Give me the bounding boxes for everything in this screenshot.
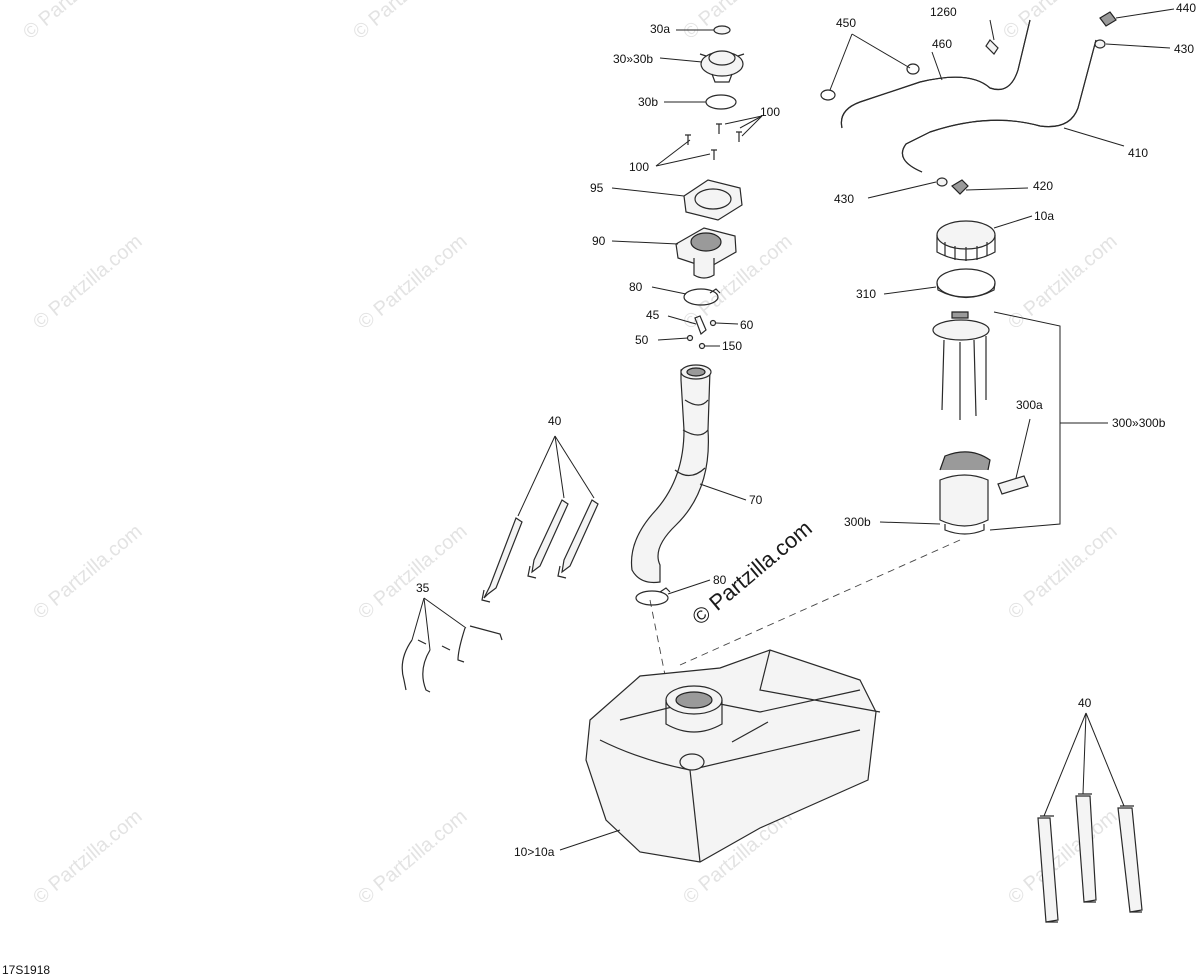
- leader-lines: [411, 8, 1175, 851]
- part-10-fuel-tank: [585, 649, 881, 863]
- callout-150[interactable]: 150: [722, 339, 742, 353]
- part-430-clamp-mid: [936, 177, 948, 187]
- part-300-fuel-pump-module: [932, 311, 990, 420]
- callout-10a[interactable]: 10a: [1034, 209, 1054, 223]
- part-100-screws: [685, 123, 742, 160]
- part-430-clamp-top: [1094, 39, 1106, 49]
- callout-440[interactable]: 440: [1176, 1, 1196, 15]
- callout-30b[interactable]: 30b: [638, 95, 658, 109]
- watermark: © Partzilla.com: [29, 520, 146, 623]
- callout-50[interactable]: 50: [635, 333, 649, 347]
- watermark: © Partzilla.com: [354, 230, 471, 333]
- callout-100-left[interactable]: 100: [629, 160, 649, 174]
- part-450-hose-clamps: [820, 63, 920, 101]
- callout-35[interactable]: 35: [416, 581, 430, 595]
- part-80-hose-clamp-top: [683, 288, 721, 306]
- watermark: © Partzilla.com: [29, 805, 146, 908]
- part-310-seal-ring: [936, 268, 996, 299]
- watermark: © Partzilla.com: [29, 230, 146, 333]
- callout-300-300b[interactable]: 300»300b: [1112, 416, 1166, 430]
- watermark: © Partzilla.com: [999, 0, 1116, 44]
- part-1260-clip: [985, 39, 999, 55]
- callout-430-mid[interactable]: 430: [834, 192, 854, 206]
- callout-70[interactable]: 70: [749, 493, 763, 507]
- callout-450[interactable]: 450: [836, 16, 856, 30]
- part-300a-fuel-level-sender: [997, 475, 1029, 495]
- part-40-tank-straps-right: [1037, 793, 1143, 923]
- watermark: © Partzilla.com: [354, 805, 471, 908]
- part-460-vent-hose: [840, 19, 1031, 129]
- callout-30-30b[interactable]: 30»30b: [613, 52, 653, 66]
- part-90-filler-neck-housing: [675, 227, 737, 279]
- callout-30a[interactable]: 30a: [650, 22, 670, 36]
- callout-1260[interactable]: 1260: [930, 5, 957, 19]
- callout-80-top[interactable]: 80: [629, 280, 643, 294]
- callout-100-right[interactable]: 100: [760, 105, 780, 119]
- watermark: © Partzilla.com: [354, 520, 471, 623]
- watermark: © Partzilla.com: [349, 0, 466, 44]
- partzilla-watermark: © Partzilla.com: [687, 515, 817, 629]
- callout-95[interactable]: 95: [590, 181, 604, 195]
- part-80-hose-clamp-bottom: [635, 587, 671, 606]
- callout-40-right[interactable]: 40: [1078, 696, 1092, 710]
- diagram-code: 17S1918: [2, 963, 50, 977]
- watermark: © Partzilla.com: [1004, 805, 1121, 908]
- callout-420[interactable]: 420: [1033, 179, 1053, 193]
- watermark: © Partzilla.com: [19, 0, 136, 44]
- callout-310[interactable]: 310: [856, 287, 876, 301]
- callout-300b[interactable]: 300b: [844, 515, 871, 529]
- callout-80-bottom[interactable]: 80: [713, 573, 727, 587]
- callout-90[interactable]: 90: [592, 234, 606, 248]
- part-45-60-50-150-small-hardware: [686, 315, 717, 350]
- part-95-bezel: [683, 179, 743, 221]
- callout-300a[interactable]: 300a: [1016, 398, 1043, 412]
- callout-430-top[interactable]: 430: [1174, 42, 1194, 56]
- part-300b-pump-canister: [939, 451, 991, 535]
- part-30-fuel-cap: [699, 50, 745, 83]
- watermark: © Partzilla.com: [679, 0, 796, 44]
- callout-460[interactable]: 460: [932, 37, 952, 51]
- watermark: © Partzilla.com: [1004, 520, 1121, 623]
- callout-45[interactable]: 45: [646, 308, 660, 322]
- part-10a-lock-ring: [936, 220, 996, 261]
- part-70-filler-hose: [630, 364, 712, 584]
- callout-labels: 30a 30»30b 30b 100 100 95 90 80 45 60 50…: [416, 1, 1196, 859]
- callout-40-left[interactable]: 40: [548, 414, 562, 428]
- part-410-fuel-return-hose: [901, 39, 1097, 173]
- part-440-quick-connector: [1099, 11, 1117, 27]
- part-30b-o-ring: [705, 94, 737, 110]
- callout-60[interactable]: 60: [740, 318, 754, 332]
- part-35-brackets: [401, 625, 503, 693]
- callout-410[interactable]: 410: [1128, 146, 1148, 160]
- part-40-tank-straps-left: [481, 499, 599, 603]
- part-30a-cap-insert: [713, 25, 731, 35]
- part-420-elbow-fitting: [951, 179, 969, 195]
- callout-10-10a[interactable]: 10>10a: [514, 845, 555, 859]
